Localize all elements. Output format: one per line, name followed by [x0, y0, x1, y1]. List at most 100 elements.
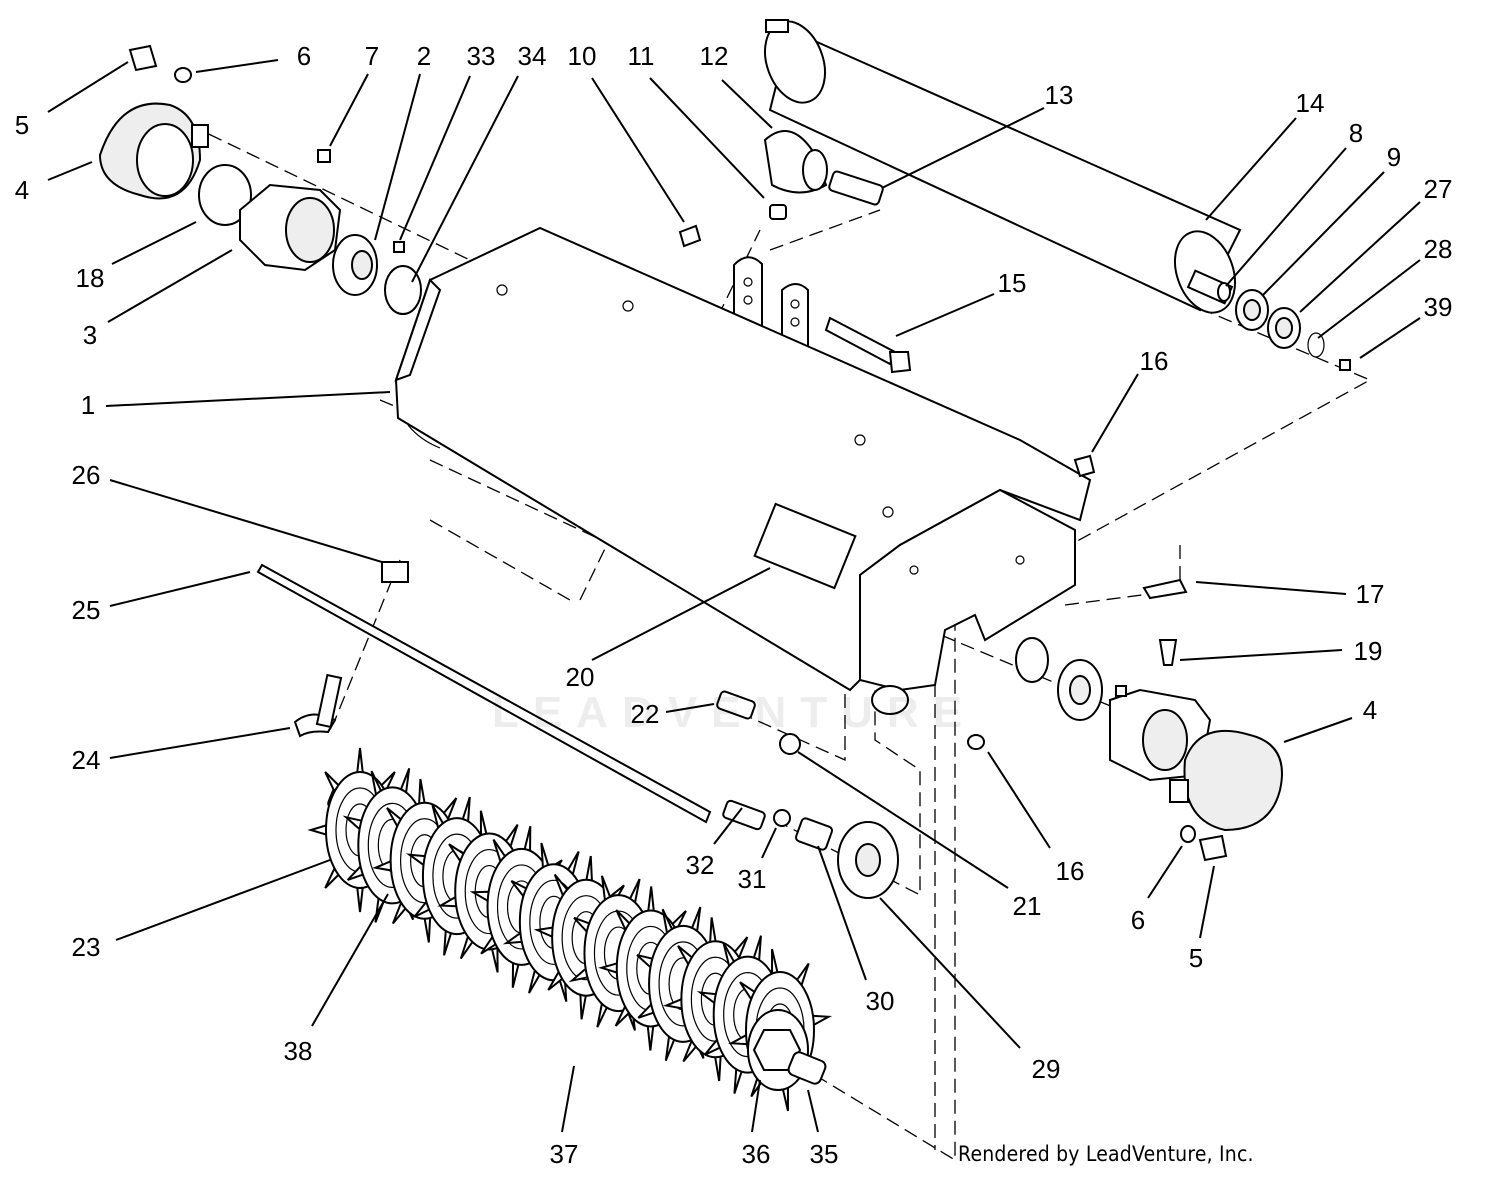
callout-label: 26 [72, 460, 101, 490]
roller-bracket [763, 130, 884, 206]
callout-leader [1225, 147, 1347, 287]
callout-label: 25 [72, 595, 101, 625]
callout-leader [374, 73, 421, 241]
callout-label: 35 [810, 1139, 839, 1169]
callout-label: 30 [866, 986, 895, 1016]
callout-leader [311, 893, 389, 1027]
callout-leader [1195, 581, 1347, 595]
callout-label: 18 [76, 263, 105, 293]
callout-label: 6 [297, 41, 311, 71]
callout-leader [1283, 717, 1353, 743]
callout-leader [1359, 317, 1421, 359]
callout-leader [107, 249, 233, 323]
callout-leader [1091, 373, 1139, 453]
callout-label: 31 [738, 864, 767, 894]
callout-leader [591, 77, 685, 223]
callout-label: 14 [1296, 88, 1325, 118]
callout-leader [817, 845, 867, 981]
callout-leader [109, 479, 383, 563]
callout-leader [1299, 201, 1421, 313]
callout-leader [895, 293, 995, 337]
right-bearing-assembly [967, 578, 1283, 862]
callout-label: 11 [628, 41, 655, 71]
callout-leader [411, 75, 519, 283]
callout-leader [105, 391, 391, 407]
callout-label: 4 [1363, 695, 1377, 725]
callout-label: 34 [518, 41, 547, 71]
callout-label: 13 [1045, 80, 1074, 110]
callout-leader [713, 807, 743, 845]
callout-label: 16 [1056, 856, 1085, 886]
callout-label: 28 [1424, 234, 1453, 264]
callout-leader [761, 827, 777, 859]
callout-label: 22 [631, 699, 660, 729]
callout-leader [399, 75, 471, 241]
callout-leader [649, 77, 765, 199]
callout-label: 8 [1349, 118, 1363, 148]
callout-leader [47, 61, 129, 113]
callout-label: 29 [1032, 1054, 1061, 1084]
callout-leader [807, 1089, 819, 1133]
callout-label: 6 [1131, 905, 1145, 935]
reel-shaft [787, 1051, 827, 1085]
decal [753, 502, 857, 590]
callout-leader [47, 161, 93, 181]
callout-label: 16 [1140, 346, 1169, 376]
callout-label: 33 [467, 41, 496, 71]
callout-leader [797, 751, 1009, 889]
callout-label: 3 [83, 320, 97, 350]
callout-label: 5 [1189, 943, 1203, 973]
callout-label: 21 [1013, 891, 1042, 921]
callout-leader [329, 73, 369, 147]
callout-label: 24 [72, 745, 101, 775]
callout-label: 36 [742, 1139, 771, 1169]
reel-assembly [307, 747, 833, 1112]
callout-leader [665, 703, 715, 713]
callout-leader [1199, 865, 1215, 939]
callout-label: 23 [72, 932, 101, 962]
hardware [716, 690, 899, 899]
right-roller-bearings [1073, 289, 1351, 478]
credit-line: Rendered by LeadVenture, Inc. [958, 1142, 1254, 1166]
blade-assembly [256, 561, 712, 824]
callout-leader [721, 79, 773, 129]
left-bearing-assembly [98, 44, 422, 315]
callout-label: 1 [81, 390, 95, 420]
callout-leader [561, 1065, 575, 1133]
callout-leader [115, 859, 331, 941]
main-housing [394, 226, 1092, 715]
callout-label: 38 [284, 1036, 313, 1066]
callout-label: 19 [1354, 636, 1383, 666]
callout-label: 12 [700, 41, 729, 71]
callout-label: 9 [1387, 142, 1401, 172]
callout-leader [881, 107, 1045, 189]
callout-leader [195, 59, 279, 73]
callout-leader [111, 221, 197, 265]
callout-leader [1205, 117, 1297, 221]
callout-label: 32 [686, 850, 715, 880]
callout-leader [591, 567, 771, 661]
callout-leader [1317, 259, 1421, 339]
callout-label: 20 [566, 662, 595, 692]
callout-leader [109, 727, 291, 759]
callout-label: 7 [365, 41, 379, 71]
callout-label: 5 [15, 110, 29, 140]
callout-leader [1261, 171, 1385, 297]
callout-leader [751, 1079, 761, 1133]
callout-leader [109, 571, 251, 607]
callout-leader [987, 751, 1051, 849]
callout-label: 2 [417, 41, 431, 71]
callout-leader [1179, 649, 1343, 661]
callout-label: 27 [1424, 174, 1453, 204]
callout-label: 17 [1356, 579, 1385, 609]
callout-label: 4 [15, 175, 29, 205]
watermark: LEADVENTURE [492, 688, 977, 737]
callout-label: 15 [998, 268, 1027, 298]
callout-label: 39 [1424, 292, 1453, 322]
callout-label: 10 [568, 41, 597, 71]
callout-label: 37 [550, 1139, 579, 1169]
roller [764, 19, 1242, 314]
callout-leader [879, 897, 1021, 1049]
